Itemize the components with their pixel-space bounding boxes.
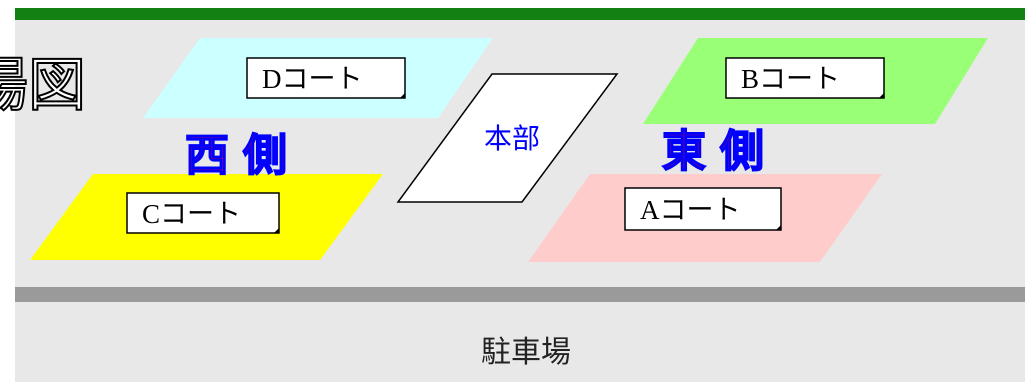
court-c-card: Cコート <box>126 192 280 234</box>
court-b-label: Bコート <box>741 64 840 94</box>
court-d-label: Dコート <box>262 64 363 94</box>
court-a-label: Aコート <box>640 195 741 225</box>
court-b-card: Bコート <box>725 57 885 99</box>
map-title: 場図 <box>0 51 86 119</box>
court-d-card: Dコート <box>246 57 406 99</box>
left-edge <box>0 0 15 382</box>
east-side-label: 東側 <box>662 126 778 177</box>
west-side-label: 西側 <box>185 130 301 181</box>
headquarters-area <box>396 73 619 203</box>
court-a-card: Aコート <box>624 187 782 231</box>
parking-label: 駐車場 <box>481 335 571 370</box>
court-c-label: Cコート <box>142 199 241 229</box>
top-green-stripe <box>15 8 1025 20</box>
divider-bar <box>15 287 1025 302</box>
headquarters-label: 本部 <box>484 122 540 155</box>
